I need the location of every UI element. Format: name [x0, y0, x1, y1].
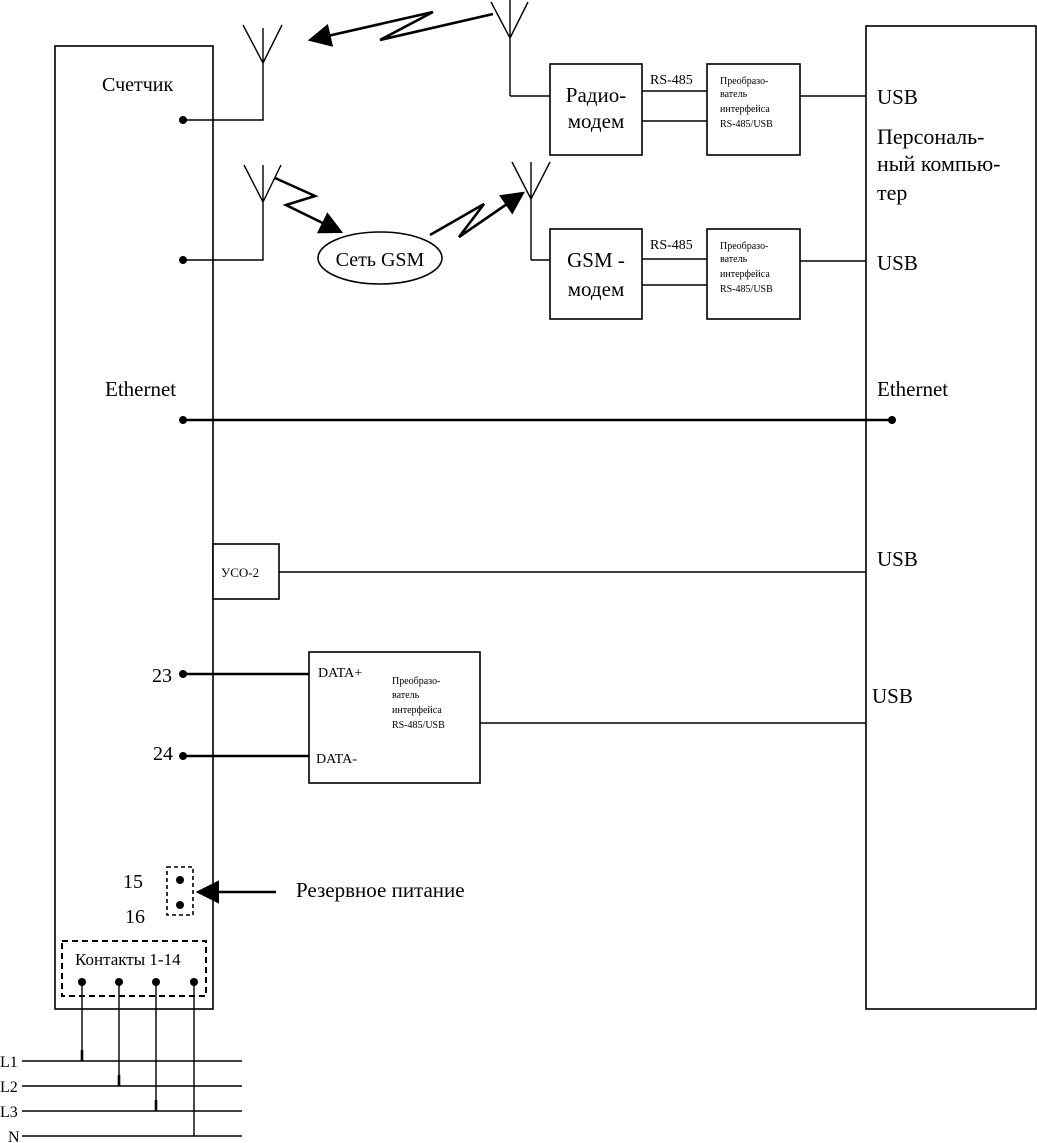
terminal-23-label: 23: [152, 665, 172, 687]
pc-usb-radio-label: USB: [877, 85, 918, 109]
radio-rs485-label: RS-485: [650, 73, 693, 88]
radio-modem-antenna-icon: [490, 0, 529, 96]
radio-rs485-lines: [642, 90, 707, 122]
data-lines: [183, 672, 309, 758]
gsm-uplink-arrow: [274, 176, 344, 234]
direct-converter-channel: 23 24 DATA+ DATA- Преобразо- ватель инте…: [152, 651, 913, 784]
gsm-rs485-lines: [642, 258, 707, 286]
gsm-channel: Сеть GSM GSM - модем RS-485 Преобразо- в…: [179, 161, 918, 320]
pc-block: Персональ- ный компью- тер: [865, 25, 1037, 1010]
pc-usb-direct-label: USB: [872, 684, 913, 708]
meter-block: Счетчик: [54, 45, 214, 1010]
uso-box: [212, 543, 280, 600]
meter-box: [54, 45, 214, 1010]
gsm-converter-line4: RS-485/USB: [720, 284, 773, 295]
gsm-converter-box: [706, 228, 801, 320]
backup-terminals-box: [166, 866, 194, 916]
meter-gsm-antenna-icon: [183, 164, 282, 261]
backup-power: 15 16 Резервное питание: [123, 866, 465, 928]
pc-usb-gsm-label: USB: [877, 251, 918, 275]
radio-converter-line3: интерфейса: [720, 104, 770, 115]
gsm-modem-antenna-icon: [511, 161, 551, 260]
uso-channel: УСО-2 USB: [212, 543, 918, 600]
radio-converter-line2: ватель: [720, 89, 748, 100]
meter-label: Счетчик: [102, 74, 174, 96]
radio-channel: Радио- модем RS-485 Преобразо- ватель ин…: [179, 0, 918, 156]
gsm-converter-line2: ватель: [720, 254, 748, 265]
contact-drops: [81, 982, 195, 1136]
data-minus-label: DATA-: [316, 752, 357, 767]
meter-ethernet-label: Ethernet: [105, 377, 176, 401]
gsm-modem-line1: GSM -: [567, 248, 625, 272]
direct-converter-line1: Преобразо-: [392, 676, 440, 687]
pc-box: [865, 25, 1037, 1010]
gsm-converter-line1: Преобразо-: [720, 241, 768, 252]
data-plus-label: DATA+: [318, 666, 362, 681]
gsm-network-ellipse: [317, 231, 443, 285]
radio-modem-line2: модем: [568, 109, 624, 133]
terminal-15-label: 15: [123, 871, 143, 893]
pc-label-line2: ный компью-: [877, 151, 1000, 176]
gsm-modem-box: [549, 228, 643, 320]
meter-ethernet-terminal: [179, 416, 187, 424]
pc-label-line3: тер: [877, 180, 907, 205]
contact-junctions: [80, 1050, 158, 1111]
radio-converter-box: [706, 63, 801, 156]
ethernet-channel: Ethernet Ethernet: [105, 377, 948, 424]
radio-modem-box: [549, 63, 643, 156]
gsm-rs485-label: RS-485: [650, 238, 693, 253]
uso-label: УСО-2: [221, 565, 259, 580]
contacts-box: [61, 940, 207, 997]
radio-converter-line4: RS-485/USB: [720, 119, 773, 130]
terminal-16-dot: [176, 901, 184, 909]
terminal-16-label: 16: [125, 906, 145, 928]
direct-converter-line3: интерфейса: [392, 705, 442, 716]
line-n-label: N: [8, 1129, 20, 1143]
backup-power-label: Резервное питание: [296, 878, 465, 902]
power-connections: Контакты 1-14 L1 L2 L3 N: [0, 940, 242, 1143]
radio-link-arrow: [307, 10, 494, 47]
power-bus-lines: [22, 1060, 242, 1137]
line-l3-label: L3: [0, 1104, 18, 1121]
line-l1-label: L1: [0, 1054, 18, 1071]
gsm-downlink-arrow: [429, 191, 525, 239]
direct-converter-line4: RS-485/USB: [392, 720, 445, 731]
gsm-converter-line3: интерфейса: [720, 269, 770, 280]
direct-converter-box: [308, 651, 481, 784]
pc-label-line1: Персональ-: [877, 124, 985, 149]
terminal-24-label: 24: [153, 743, 173, 765]
terminal-15-dot: [176, 876, 184, 884]
pc-ethernet-terminal: [888, 416, 896, 424]
pc-ethernet-label: Ethernet: [877, 377, 948, 401]
direct-converter-line2: ватель: [392, 690, 420, 701]
meter-radio-antenna-icon: [183, 24, 283, 121]
contacts-label: Контакты 1-14: [75, 950, 181, 969]
line-l2-label: L2: [0, 1079, 18, 1096]
gsm-modem-line2: модем: [568, 277, 624, 301]
radio-modem-line1: Радио-: [566, 83, 626, 107]
radio-converter-line1: Преобразо-: [720, 76, 768, 87]
pc-usb-uso-label: USB: [877, 547, 918, 571]
gsm-network-label: Сеть GSM: [336, 249, 425, 271]
